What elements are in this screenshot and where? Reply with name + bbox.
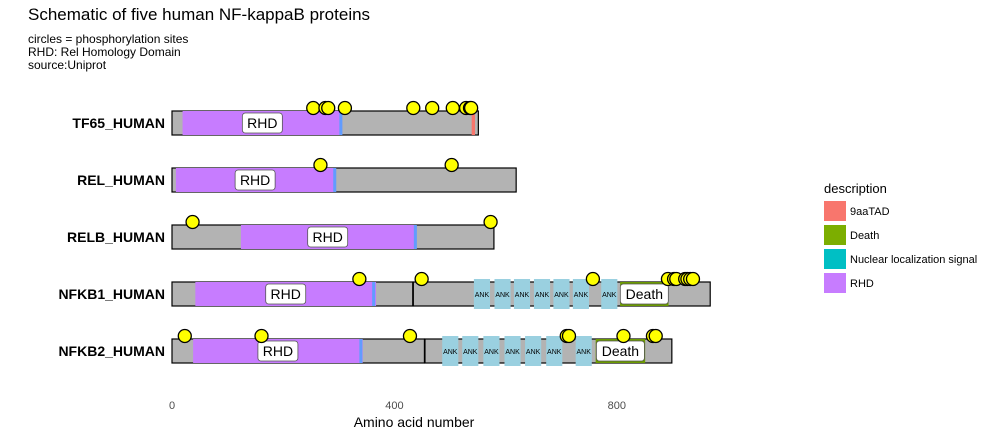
protein-label: REL_HUMAN — [77, 172, 165, 188]
ank-repeat — [575, 336, 592, 366]
ank-label: ANK — [443, 349, 458, 356]
ank-label: ANK — [505, 349, 520, 356]
nls-domain — [372, 282, 376, 306]
x-tick-label: 800 — [608, 400, 626, 412]
phosphorylation-site — [445, 100, 460, 116]
protein-row-nfkb1_human: NFKB1_HUMAN RHD ANK ANK ANK ANK ANK ANK ANK Death — [58, 271, 711, 309]
death-label: Death — [602, 343, 639, 359]
rhd-label: RHD — [263, 343, 293, 359]
ank-repeat — [533, 279, 551, 309]
protein-row-relb_human: RELB_HUMAN RHD — [67, 214, 498, 250]
protein-label: TF65_HUMAN — [72, 115, 165, 131]
rhd-label: RHD — [313, 229, 343, 245]
ank-repeat — [462, 336, 479, 366]
phosphorylation-site — [444, 157, 459, 173]
phosphorylation-site — [616, 328, 631, 344]
legend-swatch — [824, 225, 846, 245]
chart-subtitle-line-2: RHD: Rel Homology Domain — [28, 45, 181, 59]
nls-domain — [333, 168, 337, 192]
ank-label: ANK — [495, 292, 510, 299]
phosphorylation-site — [685, 271, 701, 287]
legend-label: Nuclear localization signal — [850, 254, 977, 266]
ank-repeat — [473, 279, 491, 309]
ank-label: ANK — [602, 292, 617, 299]
phosphorylation-site — [585, 271, 601, 287]
nls-domain — [413, 225, 417, 249]
phosphorylation-site — [463, 100, 479, 116]
phosphorylation-site — [648, 328, 663, 344]
rhd-label: RHD — [247, 115, 277, 131]
legend-swatch — [824, 273, 846, 293]
phosphorylation-site — [561, 328, 577, 344]
ank-repeat — [504, 336, 521, 366]
phosphorylation-site — [313, 157, 328, 173]
rhd-label-box — [307, 226, 349, 248]
rhd-label-box — [257, 340, 299, 362]
tad-domain — [471, 111, 476, 135]
protein-label: NFKB2_HUMAN — [58, 343, 165, 359]
legend-label: 9aaTAD — [850, 206, 890, 218]
phosphorylation-site — [321, 100, 336, 116]
rhd-label: RHD — [240, 172, 270, 188]
nls-domain — [339, 111, 343, 135]
protein-label: NFKB1_HUMAN — [58, 286, 165, 302]
ank-label: ANK — [577, 349, 592, 356]
phosphorylation-site — [337, 100, 353, 116]
legend-label: RHD — [850, 278, 874, 290]
ank-repeat — [553, 279, 570, 309]
legend-label: Death — [850, 230, 879, 242]
chart-subtitle-line-3: source:Uniprot — [28, 58, 107, 72]
phosphorylation-site — [483, 214, 498, 230]
rhd-label-box — [234, 169, 276, 191]
ank-repeat — [513, 279, 531, 309]
ank-label: ANK — [547, 349, 562, 356]
ank-label: ANK — [574, 292, 589, 299]
protein-row-nfkb2_human: NFKB2_HUMAN RHD ANK ANK ANK ANK ANK ANK ANK Death — [58, 328, 673, 366]
phosphorylation-site — [177, 328, 192, 344]
legend-title: description — [824, 181, 887, 196]
ank-repeat — [525, 336, 542, 366]
ank-repeat — [546, 336, 563, 366]
rhd-label-box — [265, 283, 307, 305]
phosphorylation-site — [406, 100, 421, 116]
ank-repeat — [601, 279, 618, 309]
chart-title: Schematic of five human NF-kappaB protei… — [28, 5, 370, 24]
phosphorylation-site — [185, 214, 200, 230]
ank-label: ANK — [535, 292, 550, 299]
legend-swatch — [824, 249, 846, 269]
phosphorylation-site — [414, 271, 429, 287]
protein-label: RELB_HUMAN — [67, 229, 165, 245]
rhd-label: RHD — [271, 286, 301, 302]
rhd-label-box — [241, 112, 283, 134]
ank-repeat — [494, 279, 511, 309]
death-label-box — [619, 283, 669, 305]
ank-label: ANK — [554, 292, 569, 299]
x-axis: 0 400 800 — [169, 400, 626, 412]
phosphorylation-site — [254, 328, 269, 344]
protein-row-rel_human: REL_HUMAN RHD — [77, 157, 517, 193]
ank-repeat — [442, 336, 459, 366]
legend-swatch — [824, 201, 846, 221]
phosphorylation-site — [425, 100, 440, 116]
phosphorylation-site — [306, 100, 321, 116]
x-tick-label: 0 — [169, 400, 175, 412]
ank-label: ANK — [475, 292, 490, 299]
protein-row-tf65_human: TF65_HUMAN RHD — [72, 100, 479, 136]
ank-label: ANK — [463, 349, 478, 356]
nls-domain — [359, 339, 363, 363]
x-tick-label: 400 — [385, 400, 403, 412]
x-axis-title: Amino acid number — [354, 414, 475, 430]
ank-repeat — [572, 279, 589, 309]
ank-label: ANK — [526, 349, 541, 356]
phosphorylation-site — [402, 328, 418, 344]
ank-label: ANK — [515, 292, 530, 299]
ank-label: ANK — [484, 349, 499, 356]
phosphorylation-site — [352, 271, 367, 287]
ank-repeat — [483, 336, 500, 366]
death-label: Death — [626, 286, 663, 302]
chart-subtitle-line-1: circles = phosphorylation sites — [28, 32, 188, 46]
